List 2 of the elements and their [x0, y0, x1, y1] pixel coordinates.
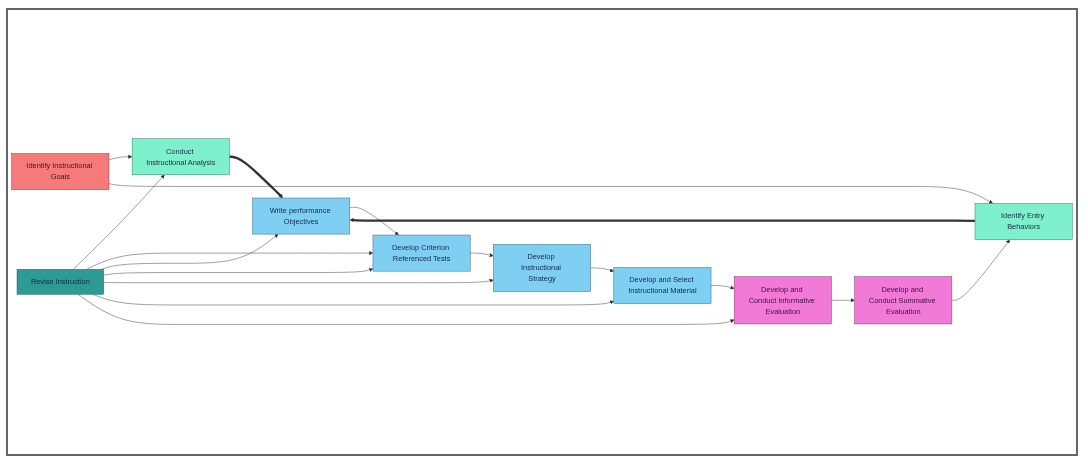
- arrow: [349, 218, 976, 223]
- arrow: [229, 156, 283, 199]
